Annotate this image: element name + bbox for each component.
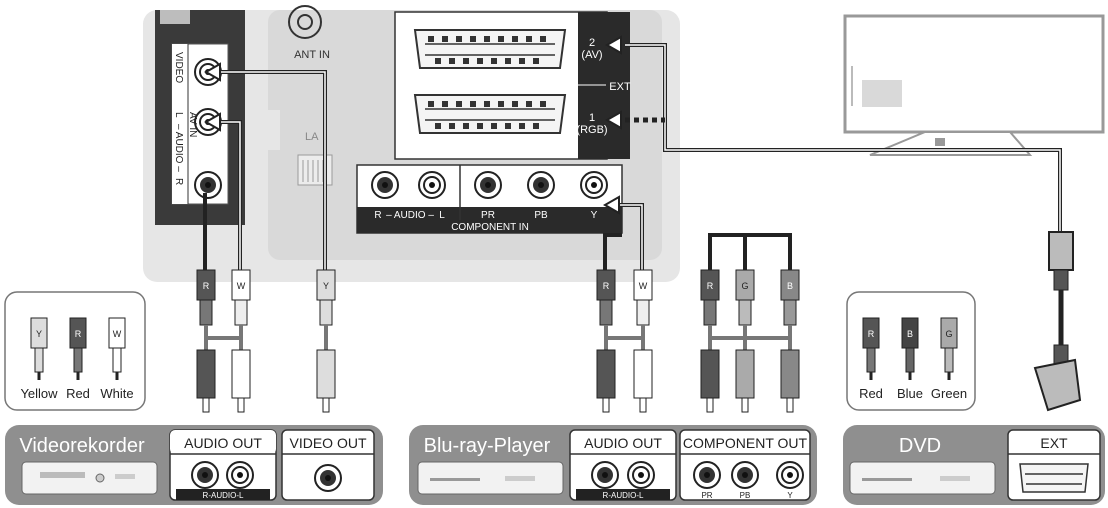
dvd-device-icon: [849, 461, 996, 495]
legend-left-letter: W: [113, 329, 122, 339]
dvd-name: DVD: [899, 435, 941, 457]
ant-in-label: ANT IN: [294, 49, 330, 61]
legend-left-letter: R: [75, 329, 82, 339]
bluray-name: Blu-ray-Player: [424, 435, 551, 457]
comp-audio-r-label: R: [374, 210, 381, 221]
dvd-scart-port: [1019, 463, 1089, 493]
comp-pr-jack: [474, 171, 502, 199]
vcr-audio-sub-label: R-AUDIO-L: [203, 491, 244, 500]
ext-label: EXT: [609, 81, 631, 93]
bluray-component-out-label: COMPONENT OUT: [683, 435, 808, 451]
legend-right-letter: G: [945, 329, 952, 339]
comp-y-label: Y: [591, 210, 598, 221]
av-audio-label: – AUDIO –: [173, 124, 184, 172]
lan-label: LA: [305, 131, 319, 143]
bluray-audio-l-jack: [627, 461, 655, 489]
bluray-audio-sub-label: R-AUDIO-L: [603, 491, 644, 500]
dvd-ext-label: EXT: [1040, 435, 1068, 451]
plug-r-label: R: [707, 281, 714, 291]
vcr-video-jack: [314, 464, 342, 492]
plug-g-label: G: [741, 281, 748, 291]
vcr-audio-r-jack: [191, 461, 219, 489]
legend-left-label: White: [100, 386, 133, 401]
av-video-label: VIDEO: [173, 52, 184, 83]
comp-audio-l-label: L: [439, 210, 445, 221]
bluray-pb-jack: [731, 461, 759, 489]
vcr-device-icon: [21, 461, 158, 495]
scart-plug-bottom: [1033, 344, 1082, 412]
bluray-y-jack: [776, 461, 804, 489]
plug-b-label: B: [787, 281, 793, 291]
bluray-pb-label: PB: [740, 491, 751, 500]
bluray-pr-label: PR: [701, 491, 712, 500]
legend-right-label: Red: [859, 386, 883, 401]
plug-w-label: W: [237, 281, 246, 291]
scart-1-type: (RGB): [576, 124, 607, 136]
legend-left-letter: Y: [36, 329, 42, 339]
bluray-y-label: Y: [787, 491, 793, 500]
bluray-plugs-upper: R W R G B: [596, 269, 800, 326]
comp-audio-r-jack: [371, 171, 399, 199]
comp-pr-label: PR: [481, 210, 495, 221]
component-in-label: COMPONENT IN: [451, 222, 529, 233]
bluray-audio-out-label: AUDIO OUT: [584, 435, 662, 451]
vcr-audio-l-jack: [226, 461, 254, 489]
vcr-plugs-upper: R W Y: [196, 269, 336, 326]
plug-y-label: Y: [323, 281, 329, 291]
legend-right-label: Blue: [897, 386, 923, 401]
comp-pb-jack: [527, 171, 555, 199]
comp-y-jack: [580, 171, 608, 199]
scart-2-number: 2: [589, 37, 595, 49]
av-audio-r-label: R: [173, 178, 184, 185]
vcr-video-out-label: VIDEO OUT: [289, 435, 366, 451]
vcr-name: Videorekorder: [19, 435, 145, 457]
av-audio-r-jack: [194, 171, 222, 199]
plug-r-label: R: [603, 281, 610, 291]
scart-1-number: 1: [589, 112, 595, 124]
comp-audio-l-jack: [418, 171, 446, 199]
vcr-audio-out-label: AUDIO OUT: [184, 435, 262, 451]
plugs-lower: [196, 349, 800, 413]
legend-left-label: Yellow: [20, 386, 58, 401]
scart-2-type: (AV): [581, 49, 602, 61]
legend-right-letter: B: [907, 329, 913, 339]
bluray-audio-r-jack: [591, 461, 619, 489]
bluray-pr-jack: [693, 461, 721, 489]
plug-w-label: W: [639, 281, 648, 291]
legend-left-label: Red: [66, 386, 90, 401]
av-audio-l-label: L: [173, 112, 184, 118]
scart-plug-top: [1048, 231, 1074, 291]
comp-audio-label: – AUDIO –: [386, 210, 434, 221]
bluray-device-icon: [417, 461, 564, 495]
tv-set-icon: [843, 14, 1105, 156]
comp-pb-label: PB: [534, 210, 548, 221]
legend-right-letter: R: [868, 329, 875, 339]
av-in-label: AV IN: [187, 112, 198, 137]
plug-r-label: R: [203, 281, 210, 291]
legend-right-label: Green: [931, 386, 967, 401]
